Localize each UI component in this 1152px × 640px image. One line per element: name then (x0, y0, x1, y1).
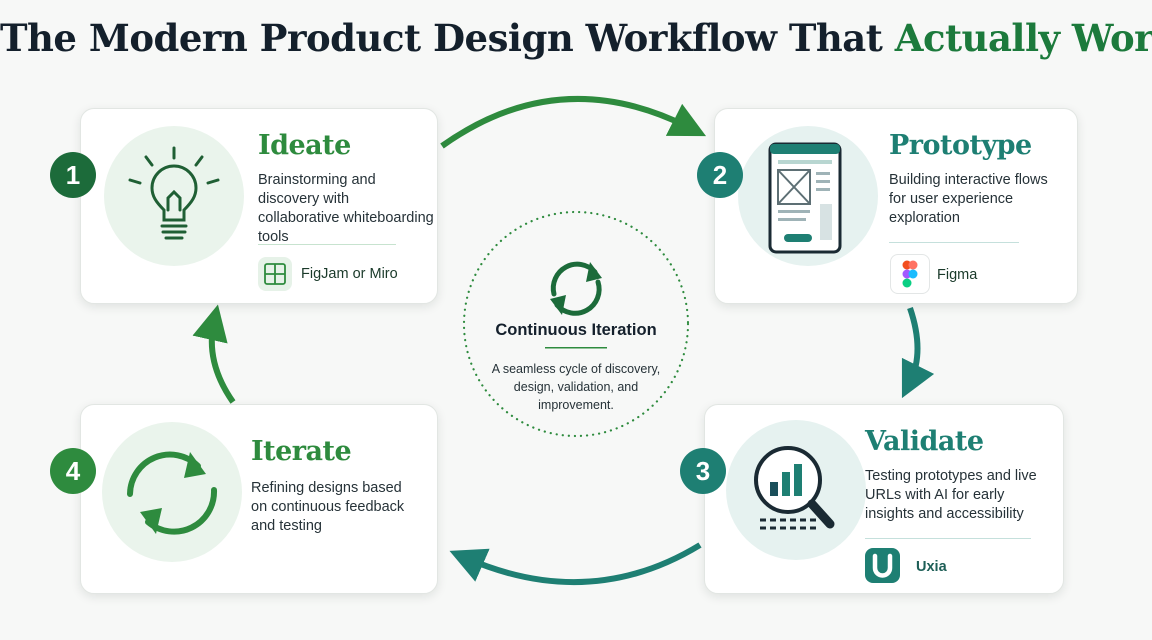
ideate-tool-label: FigJam or Miro (301, 266, 398, 282)
prototype-divider (889, 242, 1019, 243)
title-accent: Actually Works (894, 16, 1152, 60)
step-badge-2: 2 (697, 152, 743, 198)
prototype-icon-circle (738, 126, 878, 266)
validate-tool-label: Uxia (916, 559, 947, 575)
validate-icon-circle (726, 420, 866, 560)
title-main: The Modern Product Design Workflow That (0, 16, 895, 60)
ideate-icon-circle (104, 126, 244, 266)
grid-board-icon (258, 257, 292, 291)
magnifier-chart-icon (754, 446, 835, 530)
validate-description: Testing prototypes and live URLs with AI… (865, 468, 1037, 522)
validate-title: Validate (865, 426, 984, 457)
ideate-divider (258, 244, 396, 245)
ideate-title: Ideate (258, 130, 351, 161)
arrow-iterate-to-ideate (192, 304, 236, 404)
tablet-wireframe-icon (768, 142, 842, 254)
center-divider (545, 347, 607, 349)
step-badge-3: 3 (680, 448, 726, 494)
validate-divider (865, 538, 1031, 539)
figma-logo-icon (890, 254, 930, 294)
prototype-tool-label: Figma (937, 267, 978, 283)
center-title: Continuous Iteration (495, 321, 657, 339)
ideate-description: Brainstorming and discovery with collabo… (258, 172, 434, 245)
prototype-title: Prototype (889, 130, 1032, 161)
iterate-icon-circle (102, 422, 242, 562)
arrow-validate-to-iterate (449, 542, 702, 586)
center-dotted-circle (462, 210, 690, 438)
step-badge-1: 1 (50, 152, 96, 198)
center-description: A seamless cycle of discovery, design, v… (491, 362, 661, 412)
refresh-cycle-icon (550, 261, 602, 316)
arrow-prototype-to-validate (901, 307, 935, 399)
cycle-arrows-icon (127, 451, 218, 535)
lightbulb-icon (128, 146, 220, 240)
page-title: The Modern Product Design Workflow That … (0, 16, 1152, 60)
arrow-ideate-to-prototype (440, 96, 707, 149)
step-badge-4: 4 (50, 448, 96, 494)
iterate-description: Refining designs based on continuous fee… (251, 480, 405, 534)
uxia-logo-icon (865, 548, 900, 583)
iterate-title: Iterate (251, 436, 352, 467)
prototype-description: Building interactive flows for user expe… (889, 172, 1048, 226)
